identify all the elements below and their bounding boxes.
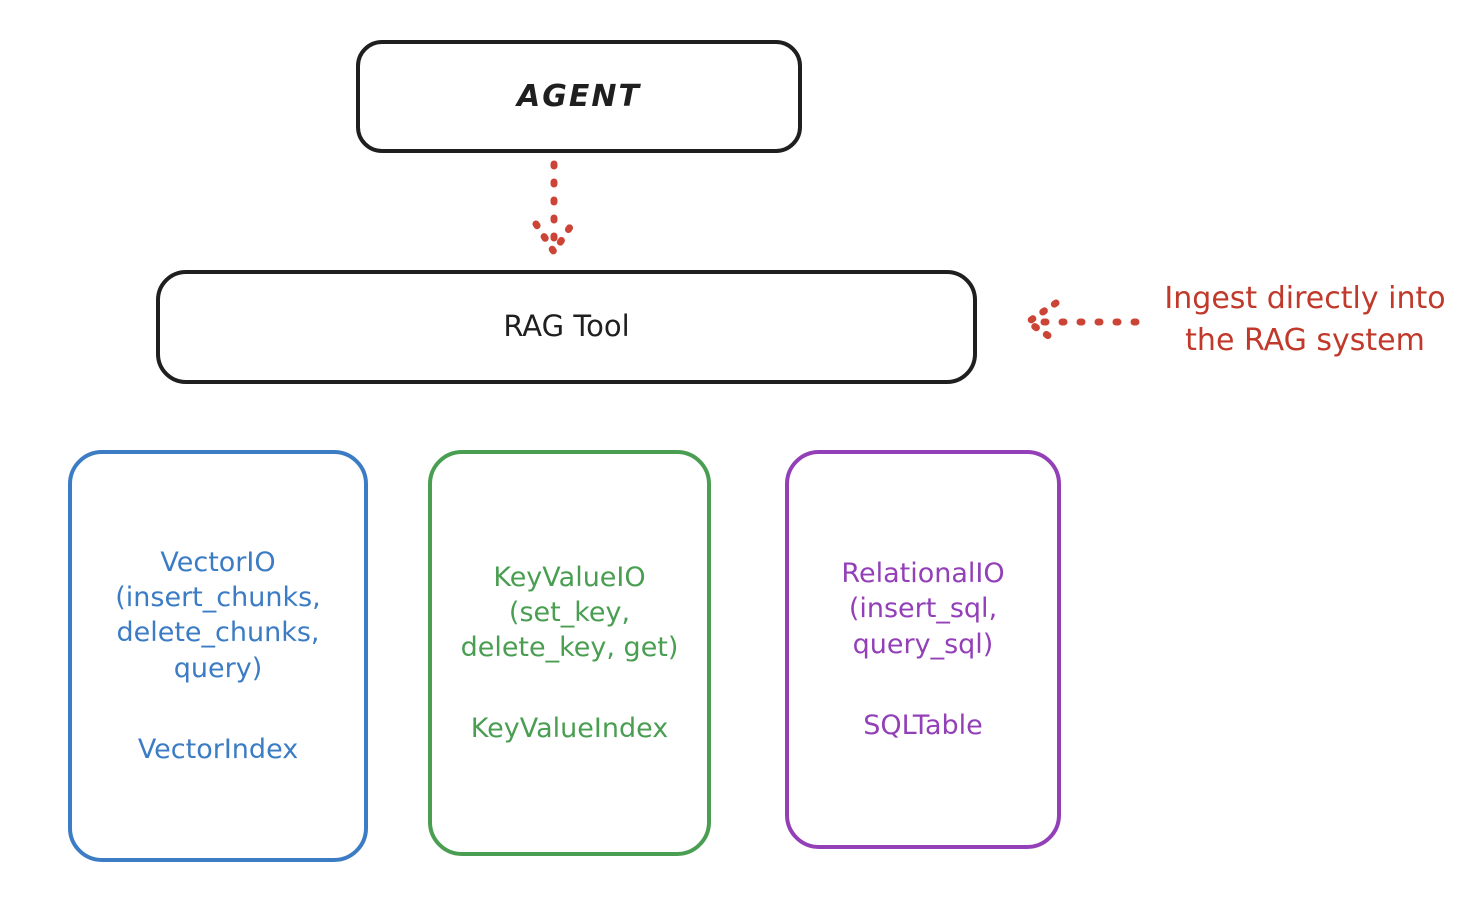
vector-io-index-label: VectorIndex bbox=[137, 733, 299, 765]
agent-to-rag-tool-arrow-icon bbox=[532, 160, 576, 256]
key-value-io-node[interactable]: KeyValueIO (set_key, delete_key, get) Ke… bbox=[428, 450, 711, 856]
agent-node-label: AGENT bbox=[517, 79, 641, 114]
relational-io-node[interactable]: RelationalIO (insert_sql, query_sql) SQL… bbox=[785, 450, 1061, 849]
relational-io-api-label: RelationalIO (insert_sql, query_sql) bbox=[841, 558, 1005, 660]
agent-node[interactable]: AGENT bbox=[356, 40, 802, 153]
key-value-io-api-label: KeyValueIO (set_key, delete_key, get) bbox=[460, 561, 679, 663]
ingest-arrow-icon bbox=[1024, 299, 1140, 345]
rag-tool-node[interactable]: RAG Tool bbox=[156, 270, 977, 384]
vector-io-node[interactable]: VectorIO (insert_chunks, delete_chunks, … bbox=[68, 450, 368, 862]
ingest-annotation-text: Ingest directly into the RAG system bbox=[1164, 281, 1446, 358]
relational-io-index-label: SQLTable bbox=[863, 709, 983, 741]
key-value-io-index-label: KeyValueIndex bbox=[470, 713, 669, 745]
rag-tool-node-label: RAG Tool bbox=[503, 309, 630, 344]
vector-io-api-label: VectorIO (insert_chunks, delete_chunks, … bbox=[115, 547, 321, 684]
